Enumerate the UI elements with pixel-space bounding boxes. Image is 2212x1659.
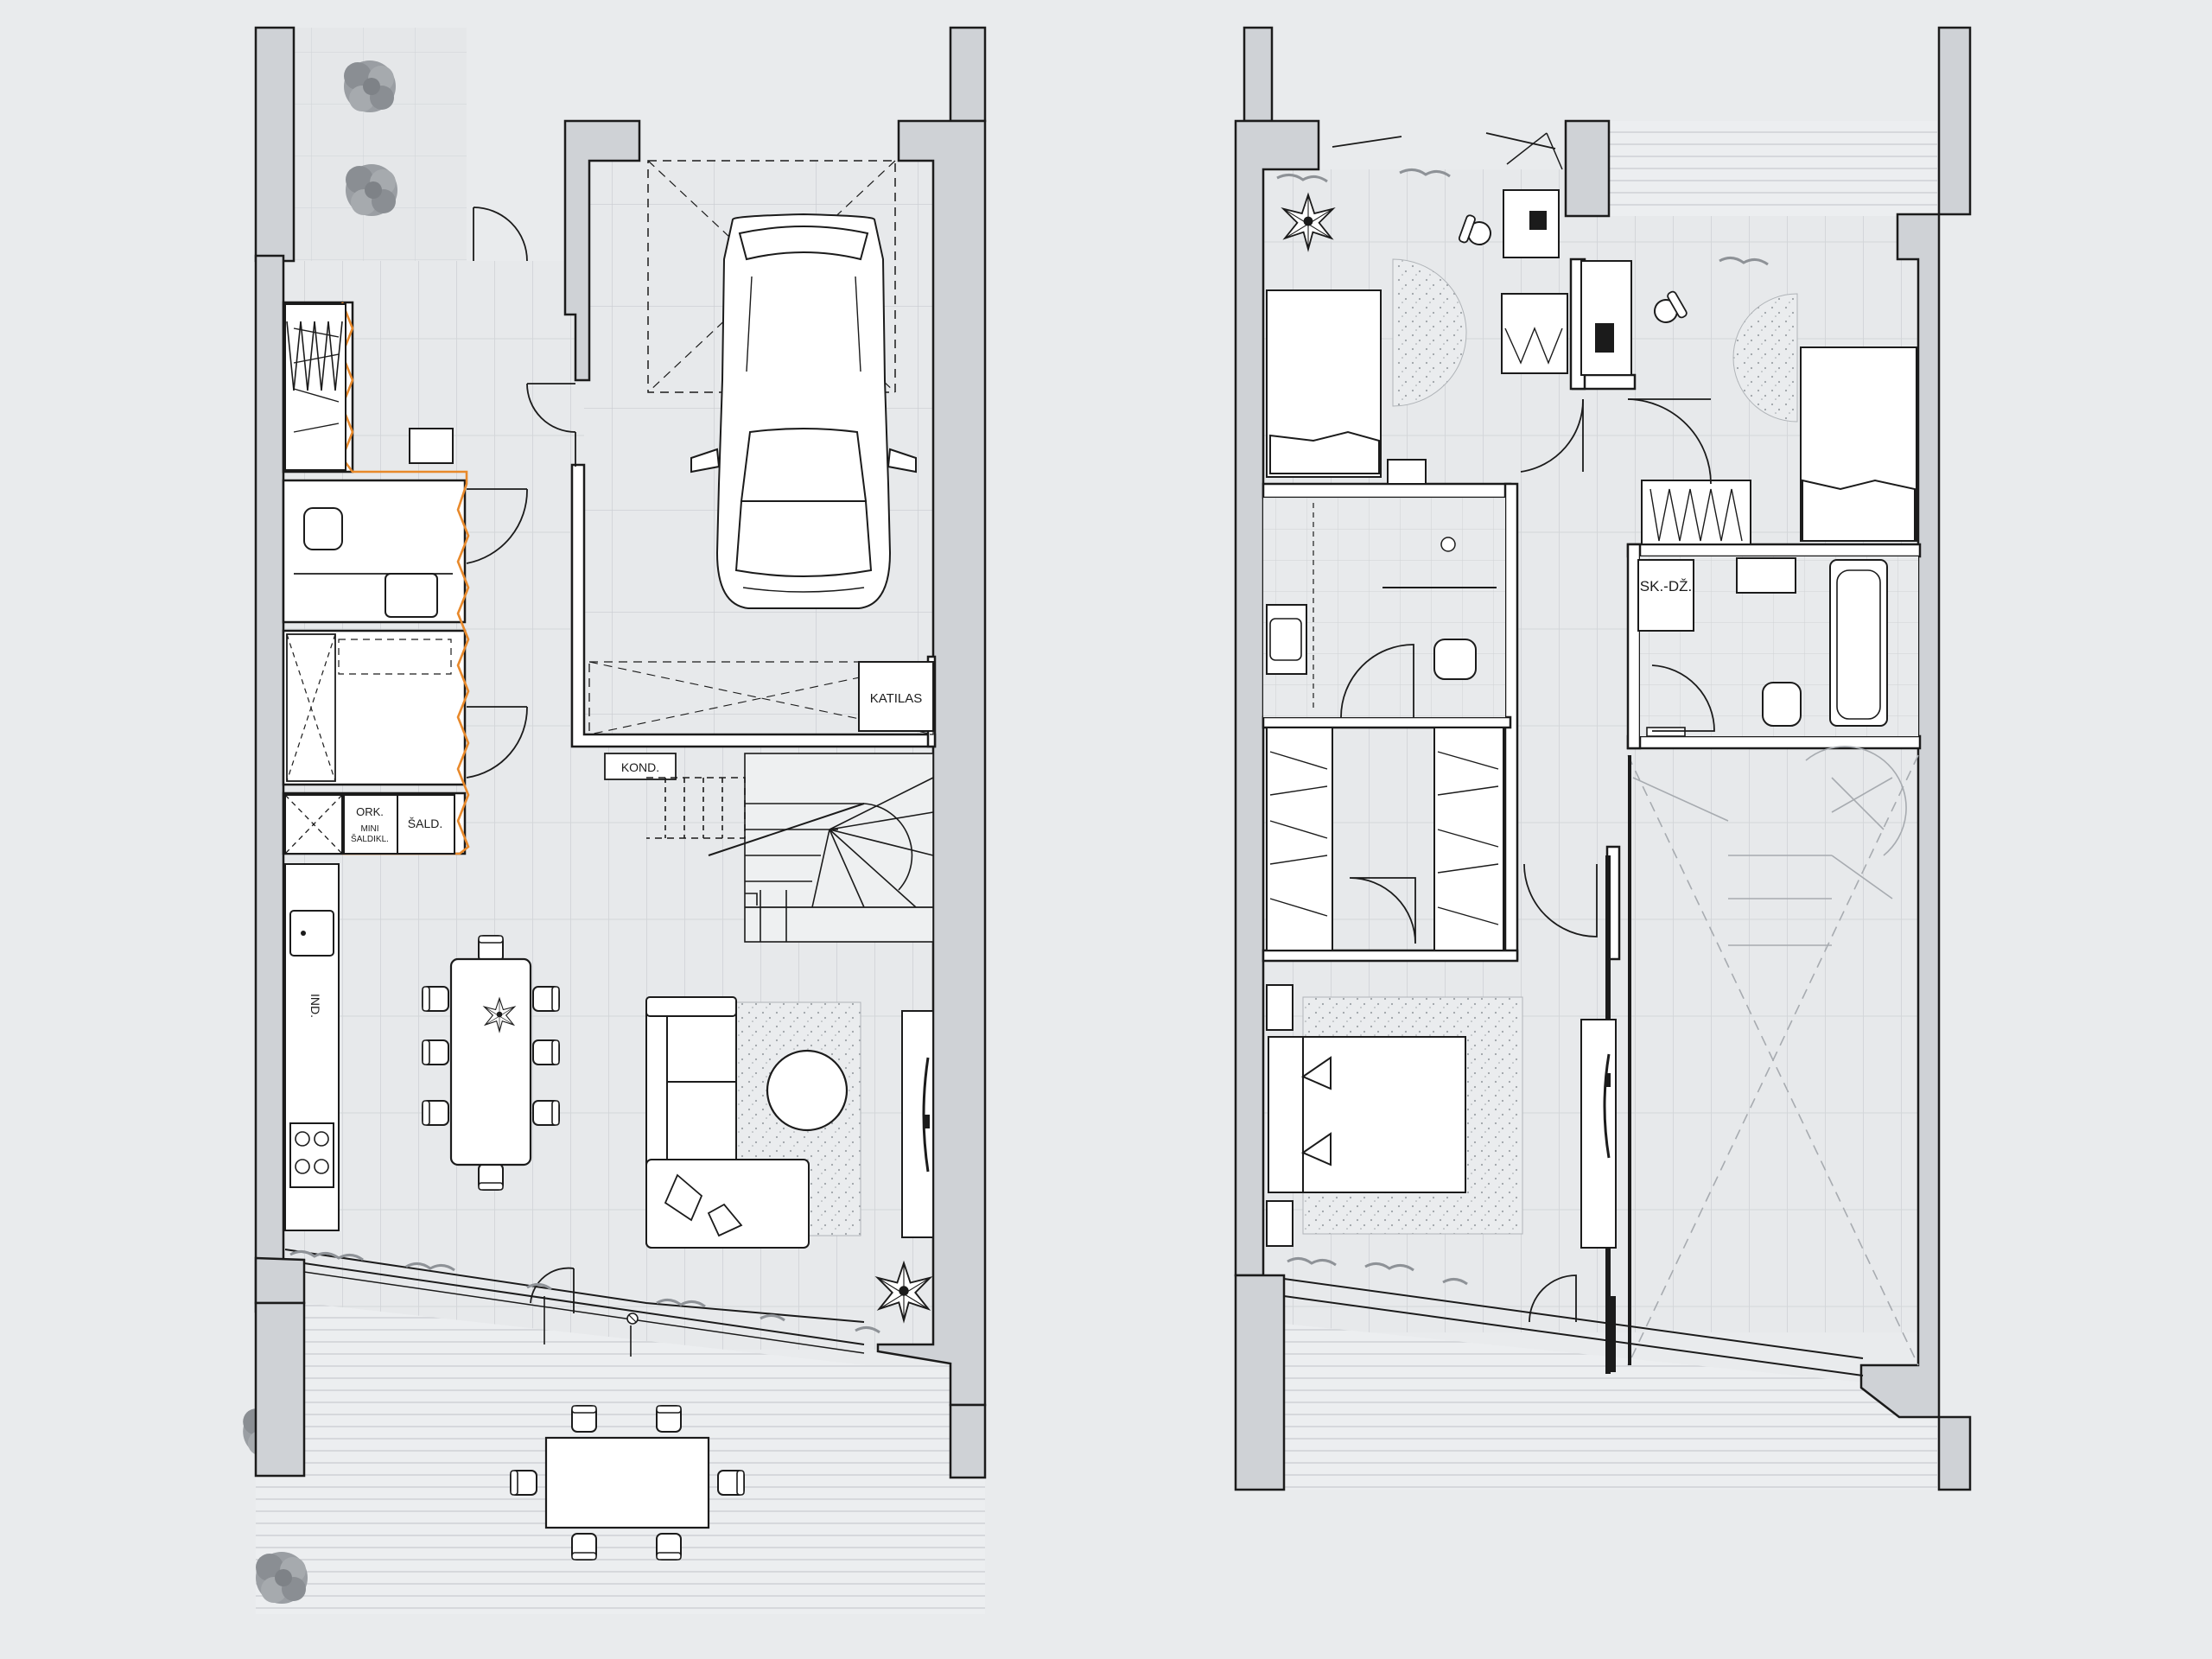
rug-round: [1392, 258, 1467, 407]
door-swings-upper-top: [1332, 132, 1712, 485]
sauna-shower: [1637, 559, 1694, 632]
shrub-icon: [256, 1552, 308, 1604]
monitor-icon: [1595, 323, 1614, 353]
storage-area: [588, 661, 934, 735]
bathtub: [1829, 559, 1888, 727]
exterior-walls-upper: [1234, 26, 1972, 1491]
dining-table: [449, 957, 532, 1166]
toilet: [1762, 682, 1802, 727]
terrace-dining-set: [510, 1405, 745, 1560]
exterior-walls: [254, 26, 987, 1479]
coffee-table: [766, 1049, 849, 1132]
hob-ring: [314, 1131, 329, 1147]
toilet: [303, 507, 343, 550]
cushion: [664, 1173, 743, 1237]
entry-wardrobe: [284, 303, 346, 471]
wardrobe: [1501, 293, 1568, 374]
label-mini-saldikl: ŠALDIKL.: [351, 833, 389, 844]
back-patio-paving: [294, 28, 467, 261]
planter-strip: [289, 1250, 880, 1334]
car-icon: [690, 213, 917, 609]
nightstand: [1387, 459, 1427, 485]
desk: [1580, 260, 1632, 376]
vanity-sink: [1266, 604, 1307, 675]
freezer-cabinet: [397, 794, 455, 855]
staircase: [646, 753, 934, 943]
label-ind: IND.: [308, 994, 322, 1018]
shower-head-icon: [1440, 537, 1456, 552]
balcony-deck-top: [1609, 121, 1937, 216]
tv: [922, 1057, 930, 1173]
upper-floor-plan: SK.-DŽ.: [1234, 26, 1972, 1491]
rug-round: [1732, 293, 1798, 423]
planter-strip: [1287, 1257, 1468, 1286]
dishwasher: [289, 1122, 334, 1188]
tv-console: [1580, 1019, 1617, 1249]
single-bed: [1266, 289, 1382, 478]
dining-set: [422, 935, 560, 1191]
tv: [1603, 1053, 1611, 1159]
vanity-sink: [1736, 557, 1796, 594]
label-katilas: KATILAS: [870, 691, 923, 706]
label-ork: ORK.: [356, 805, 384, 818]
terrace-table: [544, 1436, 710, 1529]
single-bed: [1800, 346, 1917, 542]
label-sald: ŠALD.: [408, 817, 442, 830]
double-bed: [1268, 1036, 1466, 1193]
planter-strip: [1276, 168, 1769, 266]
window-line: [284, 1249, 865, 1323]
label-mini: MINI: [360, 824, 378, 834]
ac-unit: [604, 753, 677, 780]
wc-sink: [385, 573, 438, 618]
toilet: [1433, 639, 1477, 680]
shrub-icon: [346, 164, 397, 216]
hob-ring: [314, 1159, 329, 1174]
hob-ring: [295, 1131, 310, 1147]
nightstand: [1266, 984, 1294, 1031]
kitchen-sink: [289, 910, 334, 957]
boiler: [858, 661, 934, 732]
balcony-deck-bottom: [1284, 1324, 1937, 1490]
stair-void: [1627, 746, 1919, 1366]
walk-in-closet: [1266, 727, 1504, 951]
sofa: [645, 996, 810, 1249]
label-sk-dz: SK.-DŽ.: [1640, 578, 1692, 594]
interior-walls-upper: [1262, 257, 1922, 963]
monitor-icon: [1529, 211, 1547, 230]
label-kond: KOND.: [621, 760, 659, 774]
oven-cabinet: [343, 794, 398, 855]
hob-ring: [295, 1159, 310, 1174]
ground-floor-plan: ORK. MINI ŠALDIKL. ŠALD. IND. KATILAS: [243, 26, 987, 1614]
bench: [409, 428, 454, 464]
nightstand: [1266, 1200, 1294, 1247]
shrub-icon: [344, 60, 396, 112]
window-line: [1283, 1278, 1864, 1359]
